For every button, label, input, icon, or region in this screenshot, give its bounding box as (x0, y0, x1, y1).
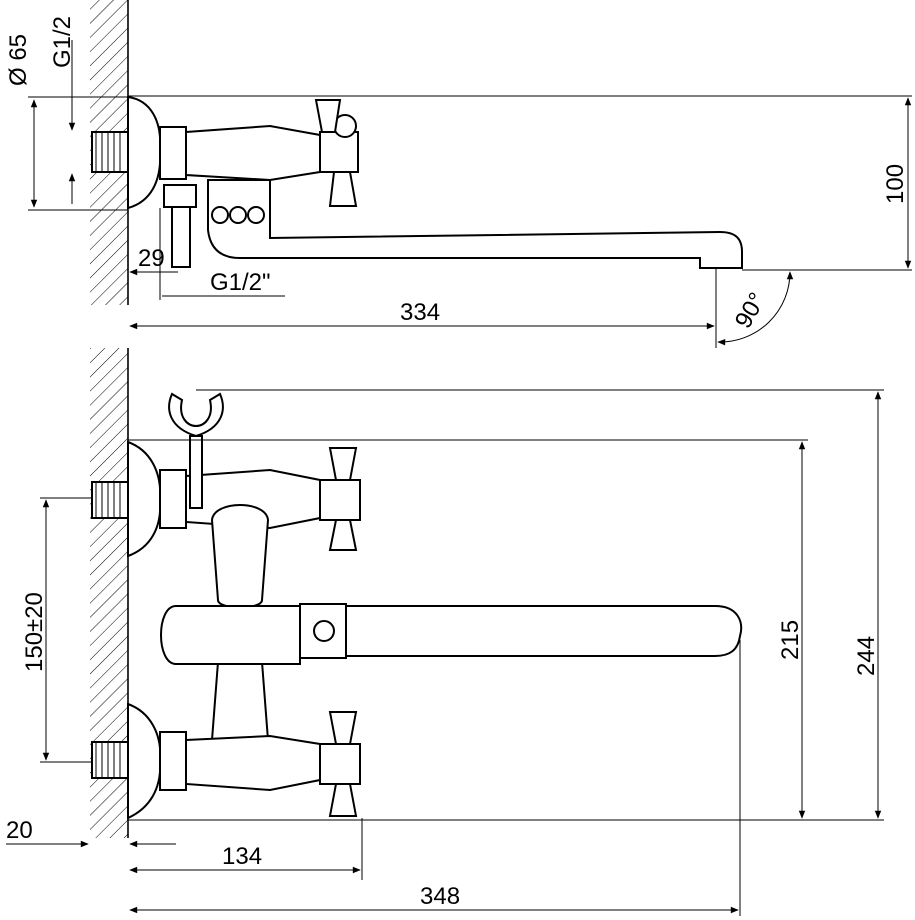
valve-body-top (185, 124, 321, 182)
shower-outlet-top (163, 184, 197, 268)
dim-215-label: 215 (777, 620, 804, 660)
lower-inlet (91, 702, 361, 820)
spout-top (207, 179, 743, 269)
dim-100-label: 100 (882, 164, 909, 204)
dim-334-label: 334 (400, 299, 440, 326)
top-view: Ø 65 G1/2 29 G1/2" 334 100 90° (5, 0, 912, 348)
dim-150-label: 150±20 (21, 592, 48, 672)
dim-244-label: 244 (853, 636, 880, 676)
dim-348-label: 348 (420, 883, 460, 910)
dim-29-label: 29 (138, 245, 165, 272)
wall-nipple-top (91, 131, 129, 173)
angle-label: 90° (730, 288, 772, 333)
cross-handle-top (314, 99, 359, 207)
dim-thread-outlet-label: G1/2" (210, 269, 271, 296)
dim-20-label: 20 (6, 817, 33, 844)
escutcheon-top (127, 95, 162, 210)
shower-holder (168, 392, 224, 509)
middle-body (160, 504, 743, 756)
dim-thread-wall-label: G1/2 (49, 16, 76, 68)
dim-134-label: 134 (222, 843, 262, 870)
angle-arc (717, 271, 794, 346)
nut-top (159, 126, 187, 180)
dim-dia-label: Ø 65 (5, 34, 32, 86)
front-view: 150±20 20 134 348 215 244 (6, 348, 884, 916)
